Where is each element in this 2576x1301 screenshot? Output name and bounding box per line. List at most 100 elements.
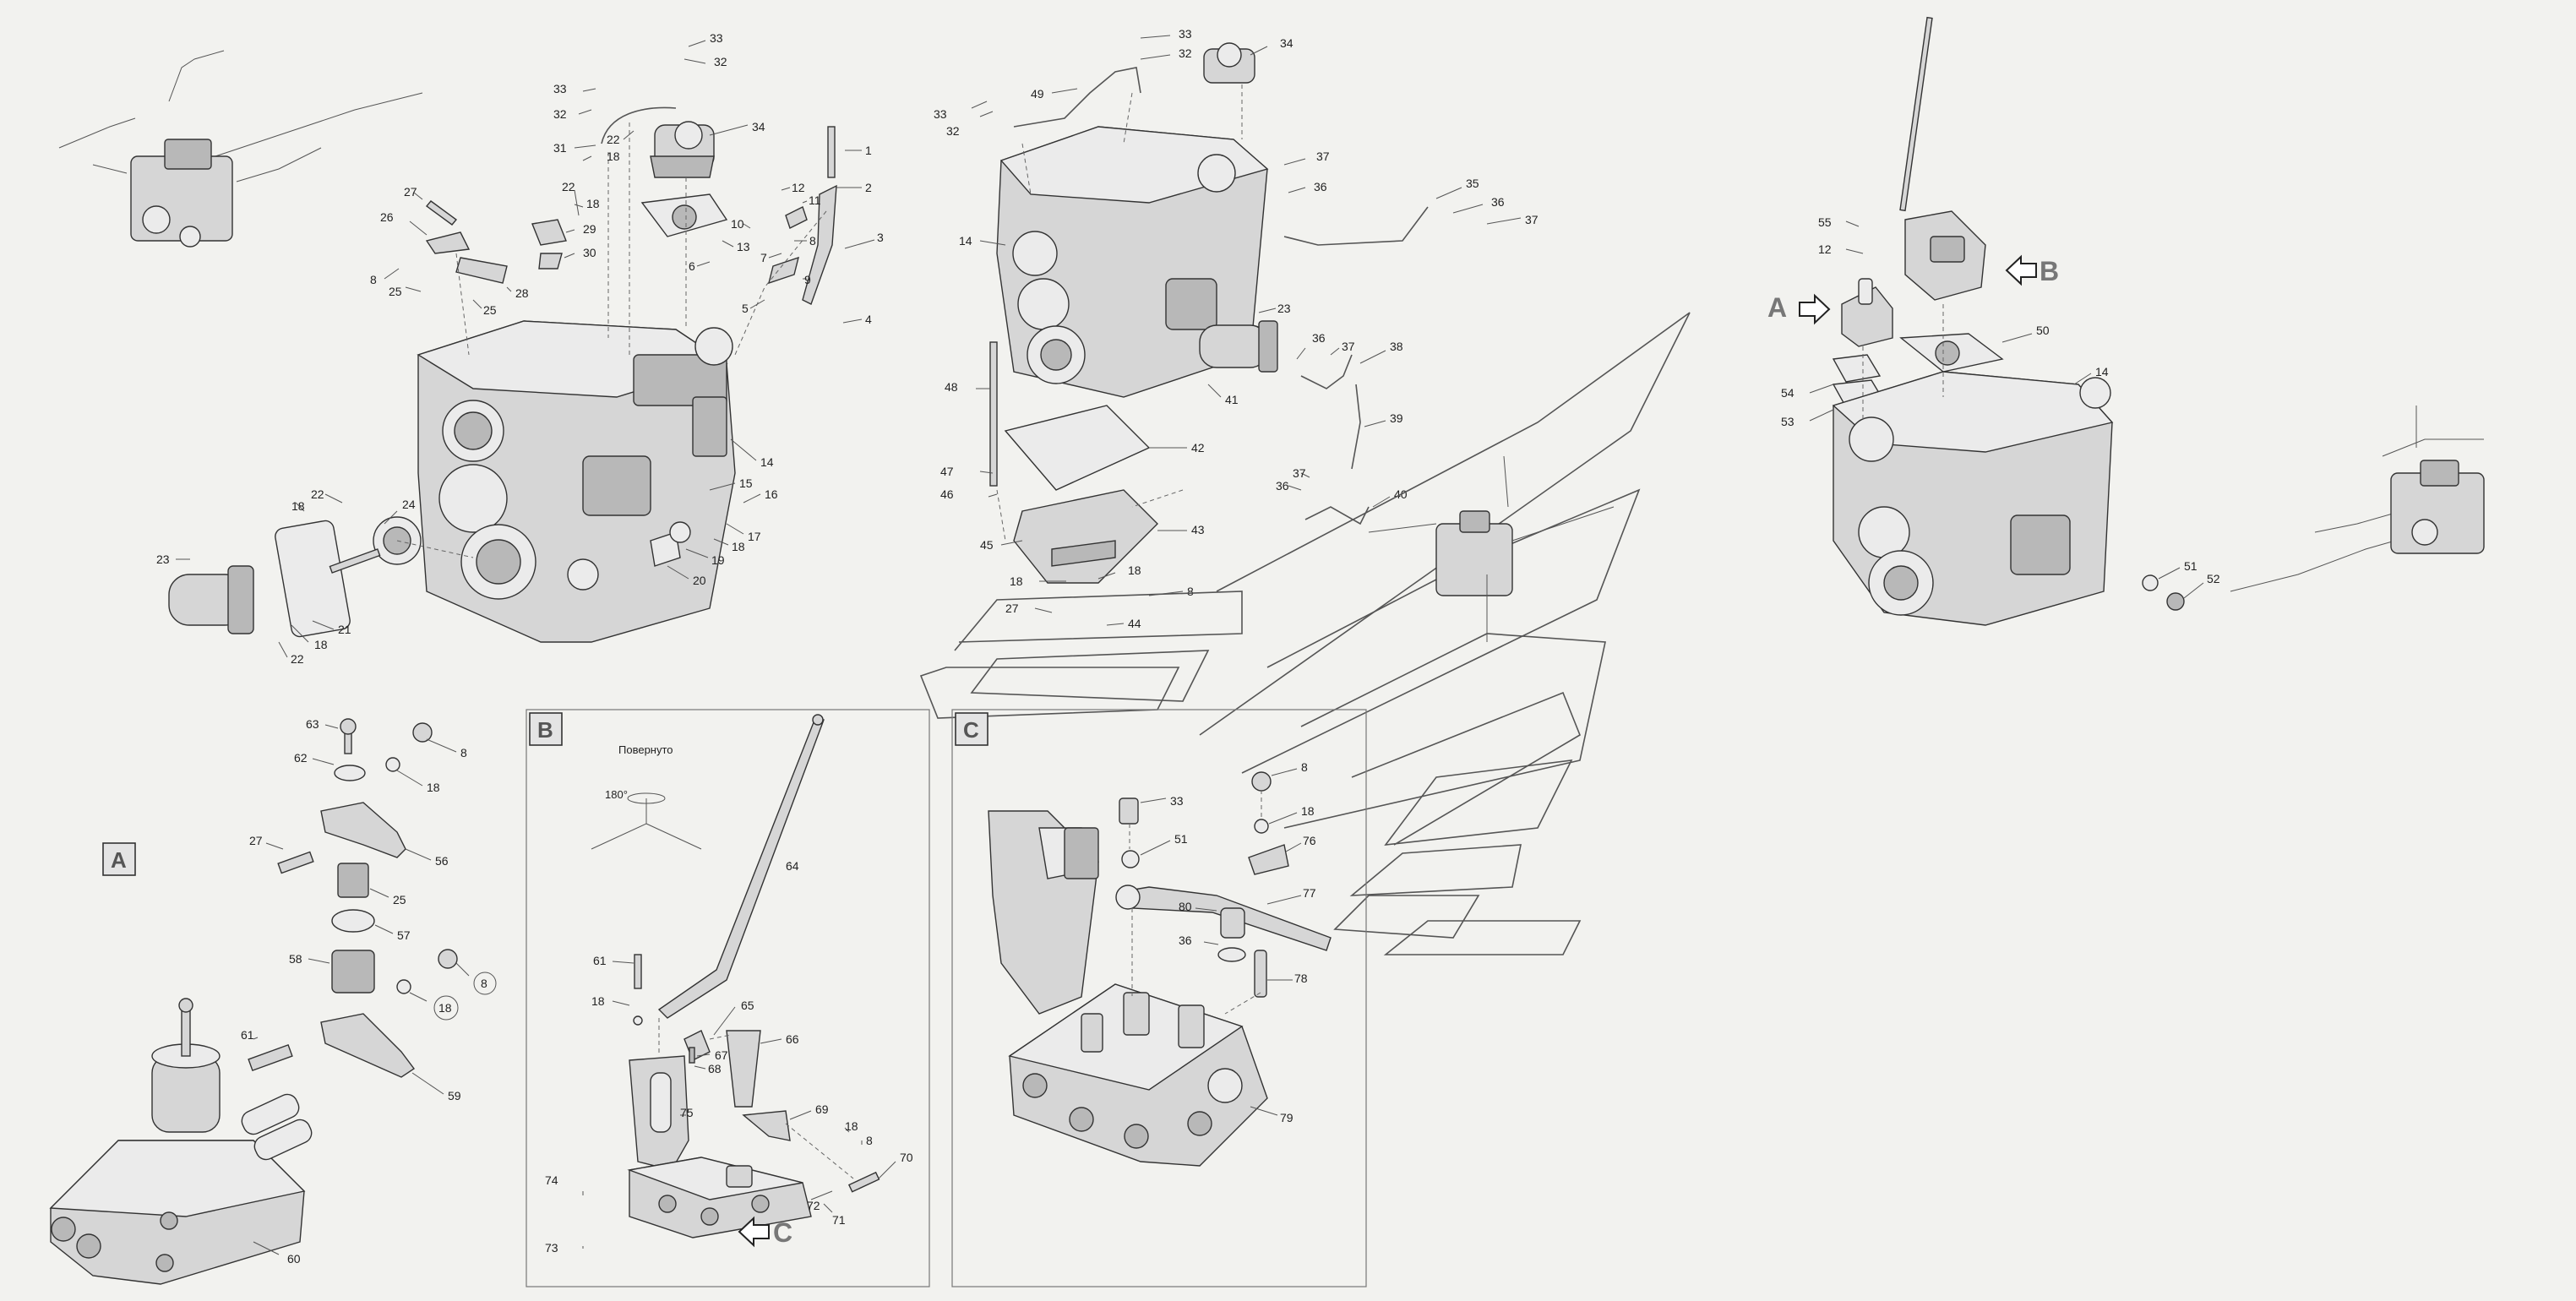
- gearbox-housing-14: [417, 320, 736, 643]
- svg-text:49: 49: [1031, 87, 1044, 101]
- svg-text:27: 27: [249, 834, 263, 847]
- lever-59: [320, 1013, 416, 1078]
- svg-text:25: 25: [389, 285, 402, 298]
- gasket-42: [1004, 405, 1151, 491]
- svg-text:33: 33: [1179, 27, 1192, 41]
- lever-69: [742, 1110, 791, 1141]
- section-tag-a: [102, 842, 136, 876]
- washer-62: [334, 765, 366, 781]
- svg-text:8: 8: [481, 977, 487, 990]
- svg-text:14: 14: [2095, 365, 2109, 378]
- svg-text:A: A: [1767, 292, 1787, 323]
- svg-text:32: 32: [946, 124, 960, 138]
- svg-text:25: 25: [483, 303, 497, 317]
- starter-23b: [1199, 320, 1278, 373]
- thumbnail-tractor-left: [58, 50, 423, 248]
- svg-text:36: 36: [1312, 331, 1326, 345]
- svg-text:37: 37: [1293, 466, 1306, 480]
- svg-text:30: 30: [583, 246, 596, 259]
- gearbox-housing-14b: [996, 126, 1269, 398]
- svg-text:27: 27: [1005, 602, 1019, 615]
- washer-18a: [385, 757, 400, 772]
- bolt-61b: [634, 954, 642, 989]
- pipe-40: [1304, 506, 1370, 525]
- svg-text:43: 43: [1191, 523, 1205, 536]
- svg-text:180°: 180°: [605, 788, 628, 801]
- shift-rod: [1899, 16, 1933, 212]
- svg-text:A: A: [111, 847, 127, 873]
- washer-18b: [396, 979, 411, 994]
- svg-text:53: 53: [1781, 415, 1794, 428]
- thumbnail-tractor-right: [2230, 406, 2485, 592]
- svg-text:57: 57: [397, 928, 411, 942]
- svg-text:3: 3: [877, 231, 884, 244]
- svg-text:8: 8: [809, 234, 816, 248]
- labels-detail-b: 64 61 18 65 66 67 68 69 18 8 70 72 71 74…: [545, 859, 913, 1255]
- shift-housing-60: [49, 998, 313, 1285]
- svg-text:34: 34: [752, 120, 765, 133]
- svg-text:23: 23: [1277, 302, 1291, 315]
- gasket-20: [650, 531, 681, 567]
- svg-text:B: B: [537, 717, 553, 743]
- svg-text:58: 58: [289, 952, 302, 966]
- svg-text:37: 37: [1316, 150, 1330, 163]
- washer-51c: [1121, 850, 1140, 868]
- svg-text:29: 29: [583, 222, 596, 236]
- svg-text:32: 32: [714, 55, 727, 68]
- labels-detail-a: 63 62 8 18 27 56 25 57 58 8 18 61 59 60: [241, 717, 497, 1266]
- svg-text:35: 35: [1466, 177, 1479, 190]
- svg-text:65: 65: [741, 999, 754, 1012]
- svg-text:27: 27: [404, 185, 417, 199]
- svg-text:22: 22: [562, 180, 575, 193]
- svg-text:69: 69: [815, 1102, 829, 1116]
- svg-text:66: 66: [786, 1032, 799, 1046]
- svg-text:18: 18: [732, 540, 745, 553]
- svg-text:6: 6: [689, 259, 695, 273]
- pipe-31: [601, 106, 677, 144]
- labels-detail-c: 33 51 8 18 76 77 80 36 78 79: [1140, 760, 1316, 1124]
- svg-text:18: 18: [314, 638, 328, 651]
- svg-text:77: 77: [1303, 886, 1316, 900]
- svg-text:67: 67: [715, 1048, 728, 1062]
- svg-text:18: 18: [591, 994, 605, 1008]
- svg-text:33: 33: [710, 31, 723, 45]
- svg-text:8: 8: [1301, 760, 1308, 774]
- svg-text:36: 36: [1276, 479, 1289, 493]
- svg-text:36: 36: [1179, 934, 1192, 947]
- svg-text:18: 18: [291, 499, 305, 513]
- svg-text:64: 64: [786, 859, 799, 873]
- pipe-35: [1283, 206, 1429, 246]
- svg-text:12: 12: [792, 181, 805, 194]
- svg-text:33: 33: [934, 107, 947, 121]
- svg-text:33: 33: [553, 82, 567, 95]
- svg-text:37: 37: [1342, 340, 1355, 353]
- svg-text:C: C: [963, 717, 979, 743]
- svg-text:42: 42: [1191, 441, 1205, 455]
- svg-text:2: 2: [865, 181, 872, 194]
- svg-text:8: 8: [460, 746, 467, 759]
- svg-text:61: 61: [241, 1028, 254, 1042]
- svg-text:20: 20: [693, 574, 706, 587]
- gasket-54: [1832, 354, 1882, 383]
- svg-text:28: 28: [515, 286, 529, 300]
- svg-text:74: 74: [545, 1173, 558, 1187]
- plug-80: [1220, 907, 1245, 939]
- shift-lever-64: [657, 717, 825, 1019]
- svg-text:14: 14: [760, 455, 774, 469]
- callout-c-in-b: C: [738, 1216, 792, 1248]
- svg-text:8: 8: [1187, 585, 1194, 598]
- svg-text:18: 18: [845, 1119, 858, 1133]
- svg-text:14: 14: [959, 234, 972, 248]
- svg-text:15: 15: [739, 476, 753, 490]
- detail-c-shift-cover: C 33 51 8: [951, 709, 1367, 1287]
- pipe-49: [1013, 67, 1141, 128]
- svg-text:51: 51: [2184, 559, 2197, 573]
- svg-text:56: 56: [435, 854, 449, 868]
- bushing-25: [337, 863, 369, 898]
- detail-b-frame: [526, 709, 930, 1287]
- bracket-28: [455, 257, 508, 284]
- shift-bracket: [988, 810, 1099, 1015]
- svg-text:54: 54: [1781, 386, 1794, 400]
- svg-text:76: 76: [1303, 834, 1316, 847]
- svg-text:72: 72: [807, 1199, 820, 1212]
